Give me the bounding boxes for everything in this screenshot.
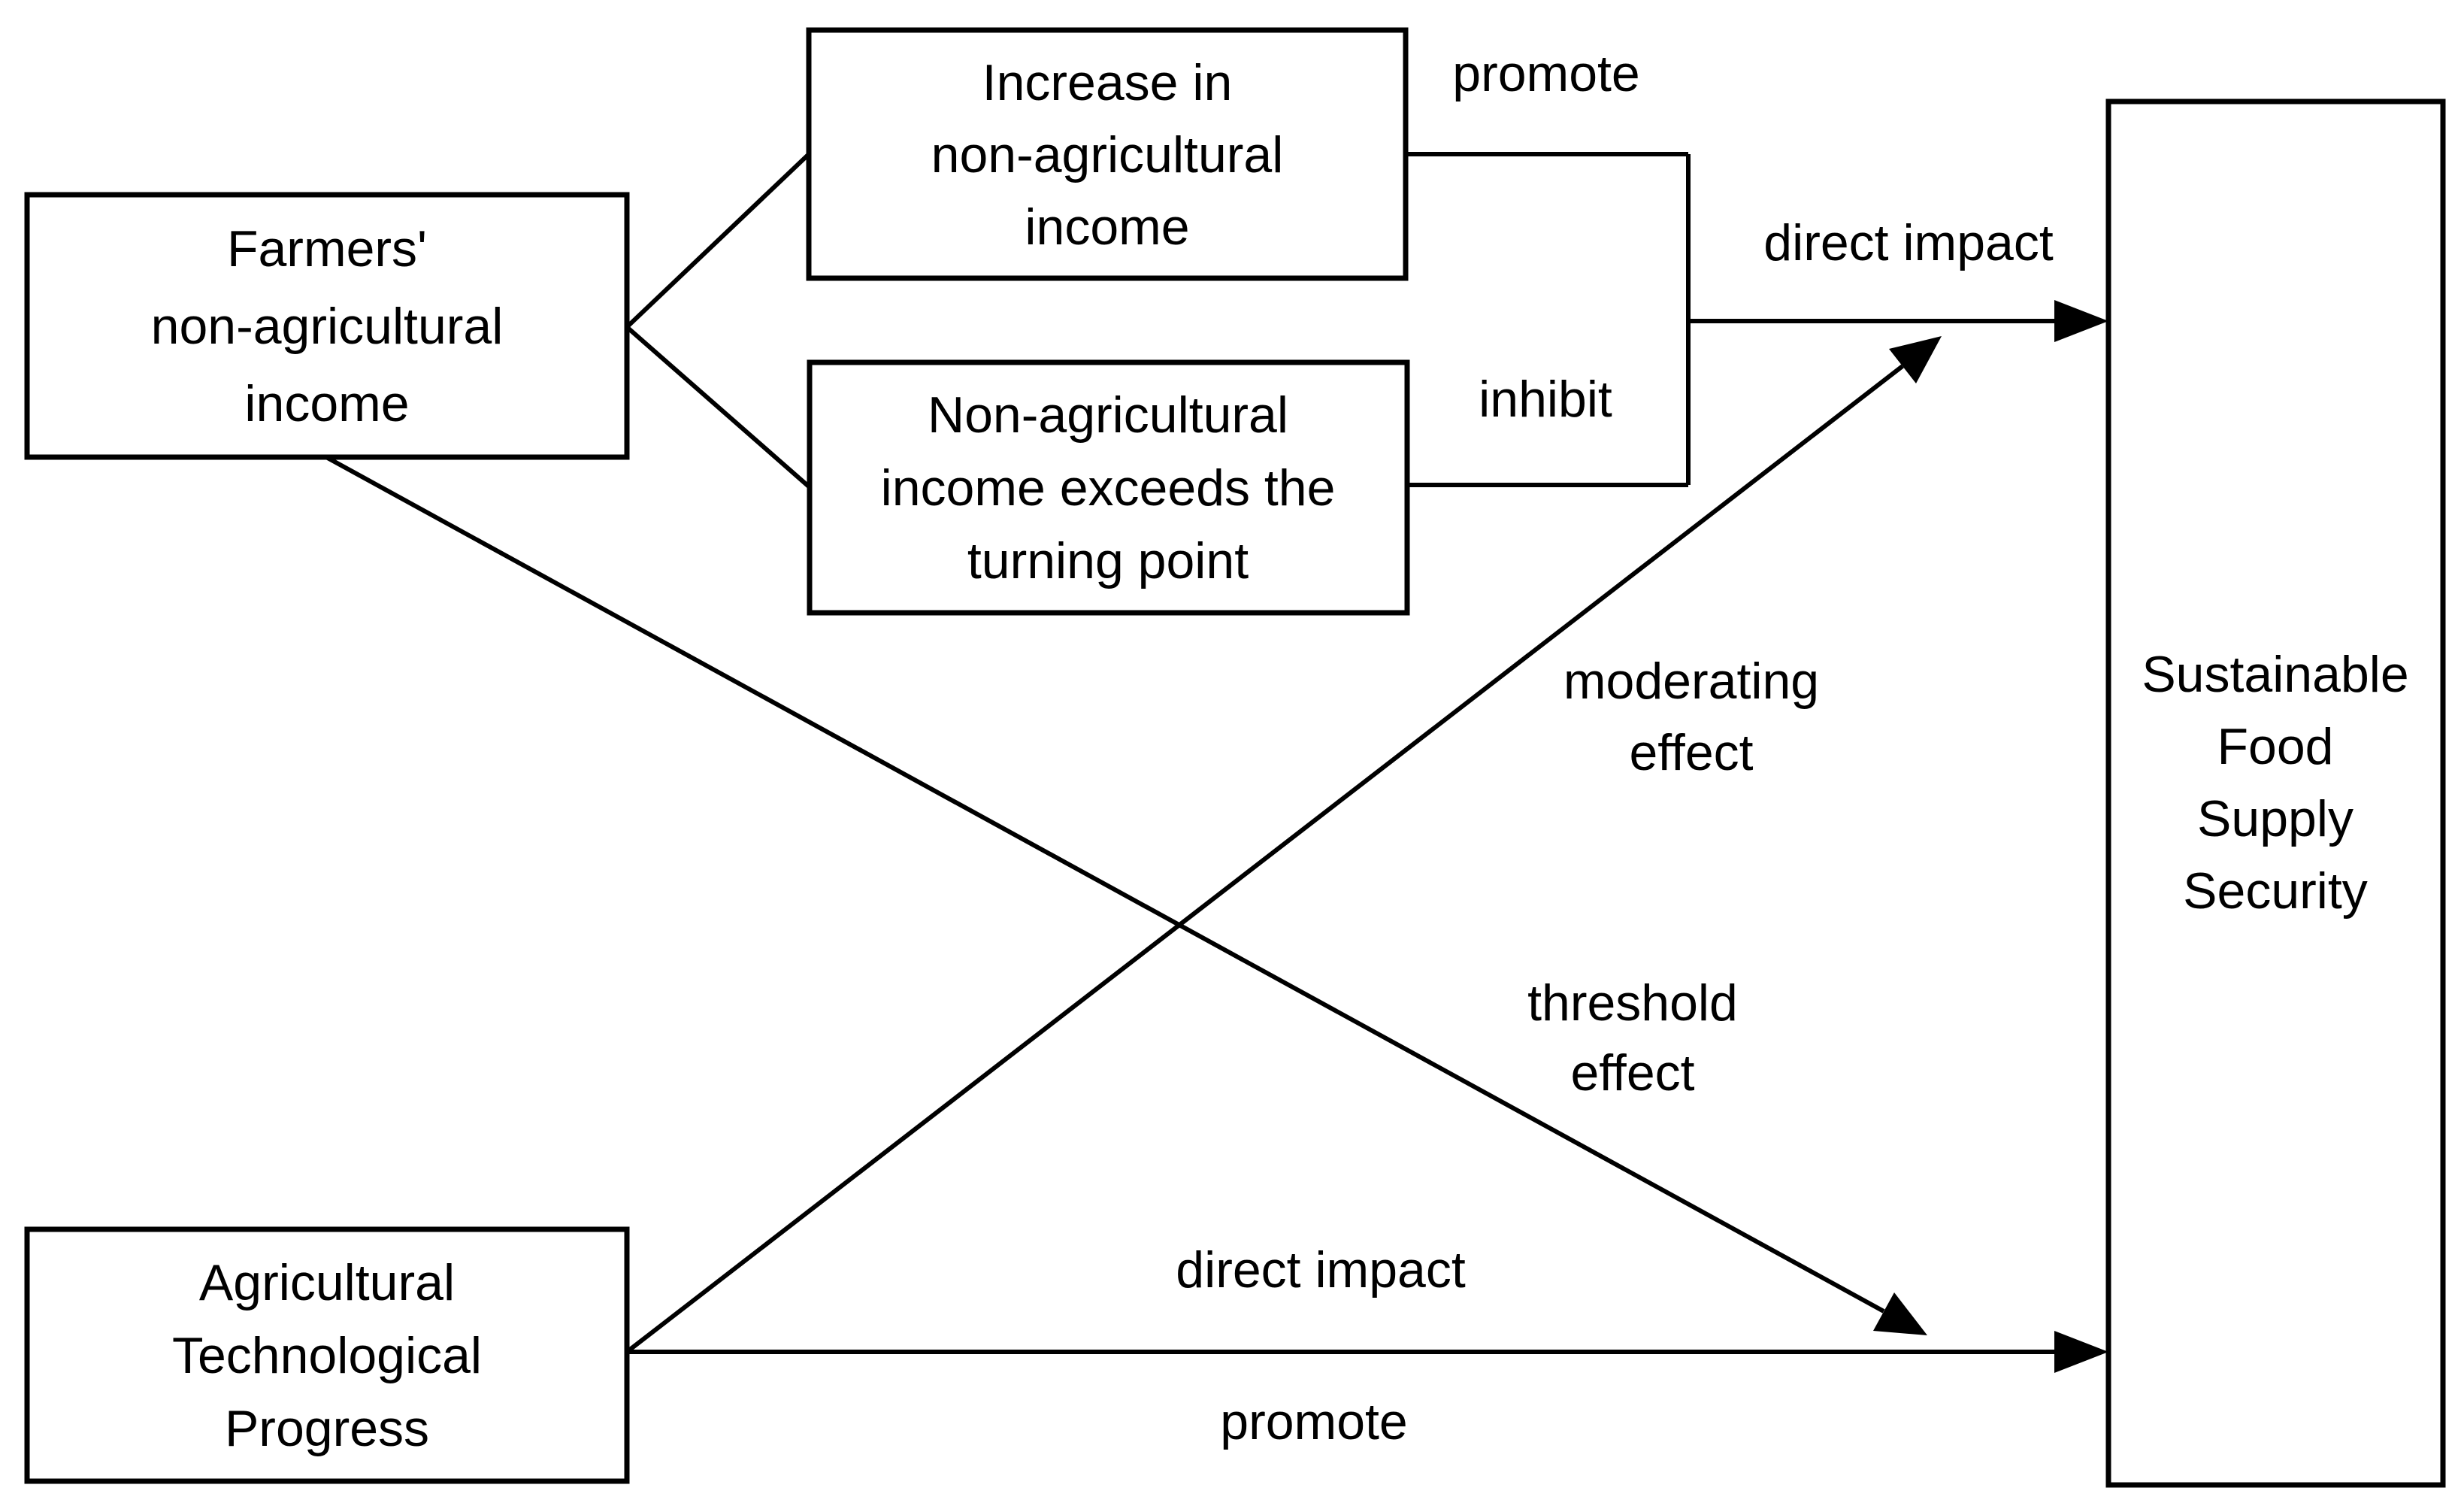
arrowhead-moderating-effect — [1889, 336, 1942, 383]
label-direct-impact-top: direct impact — [1763, 214, 2054, 271]
box-farmers-income — [24, 192, 630, 460]
arrowhead-direct-impact-bottom — [2054, 1331, 2108, 1373]
arrowhead-threshold-effect — [1873, 1292, 1927, 1335]
box-food-security-line4: Security — [2183, 862, 2368, 920]
edge-threshold-effect — [325, 455, 1885, 1314]
arrowhead-direct-impact-top — [2054, 300, 2108, 342]
label-moderating-effect-line1: moderating — [1563, 653, 1819, 710]
box-agri-tech-line3: Progress — [225, 1400, 429, 1457]
box-increase-income — [806, 27, 1409, 281]
box-income-exceeds-line1: Non-agricultural — [928, 386, 1288, 444]
box-food-security — [2105, 98, 2446, 1488]
box-farmers-income-line2: non-agricultural — [151, 298, 504, 355]
label-threshold-effect-line2: effect — [1570, 1044, 1694, 1101]
box-increase-income-line3: income — [1025, 198, 1189, 256]
label-threshold-effect-line1: threshold — [1527, 974, 1738, 1032]
edge-farmers-to-exceeds — [625, 325, 811, 489]
box-food-security-line2: Food — [2217, 718, 2334, 775]
edge-farmers-to-increase — [625, 152, 811, 329]
box-income-exceeds-line2: income exceeds the — [881, 459, 1336, 517]
box-agri-tech — [24, 1226, 630, 1484]
box-increase-income-line1: Increase in — [982, 54, 1233, 111]
box-food-security-line1: Sustainable — [2142, 646, 2408, 703]
box-farmers-income-line1: Farmers' — [227, 220, 427, 277]
label-moderating-effect-line2: effect — [1629, 724, 1753, 781]
box-income-exceeds — [807, 359, 1410, 616]
edge-moderating-effect — [625, 364, 1904, 1354]
box-food-security-line3: Supply — [2197, 790, 2354, 847]
box-income-exceeds-line3: turning point — [967, 532, 1249, 589]
label-direct-impact-bottom: direct impact — [1176, 1241, 1466, 1298]
label-inhibit: inhibit — [1479, 371, 1612, 428]
label-promote-top: promote — [1452, 45, 1639, 102]
box-agri-tech-line2: Technological — [172, 1327, 482, 1384]
box-farmers-income-line3: income — [244, 375, 409, 432]
label-promote-bottom: promote — [1220, 1393, 1407, 1450]
box-agri-tech-line1: Agricultural — [199, 1254, 455, 1311]
box-increase-income-line2: non-agricultural — [931, 126, 1284, 183]
